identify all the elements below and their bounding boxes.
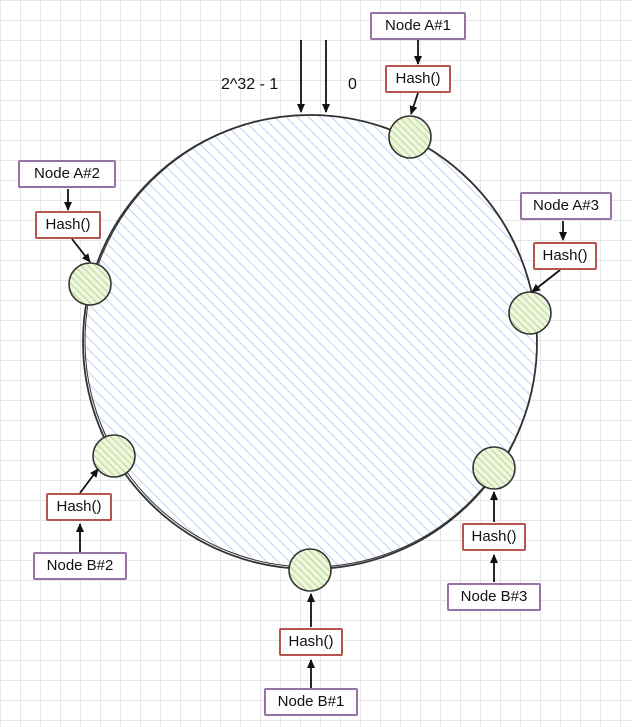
node-a1-hash-box: Hash() <box>385 65 451 93</box>
ring-point-b3 <box>472 446 516 490</box>
ring-max-label: 2^32 - 1 <box>221 76 279 93</box>
arrow-a3-hash-to-ring <box>531 269 561 293</box>
node-a2-hash-box: Hash() <box>35 211 101 239</box>
node-a2-box: Node A#2 <box>18 160 116 188</box>
node-b3-hash-box: Hash() <box>462 523 526 551</box>
ring-point-a2 <box>68 262 112 306</box>
ring-point-b1 <box>288 548 332 592</box>
arrow-b2-hash-to-ring <box>79 468 99 494</box>
arrow-a2-hash-to-ring <box>71 238 91 263</box>
node-a3-hash-box: Hash() <box>533 242 597 270</box>
node-a3-box: Node A#3 <box>520 192 612 220</box>
node-b1-box: Node B#1 <box>264 688 358 716</box>
ring-zero-label: 0 <box>348 76 357 93</box>
arrow-a1-hash-to-ring <box>409 92 419 115</box>
hash-ring <box>82 114 538 570</box>
ring-point-a3 <box>508 291 552 335</box>
ring-point-a1 <box>388 115 432 159</box>
node-b3-box: Node B#3 <box>447 583 541 611</box>
node-a1-box: Node A#1 <box>370 12 466 40</box>
node-b1-hash-box: Hash() <box>279 628 343 656</box>
node-b2-box: Node B#2 <box>33 552 127 580</box>
node-b2-hash-box: Hash() <box>46 493 112 521</box>
ring-point-b2 <box>92 434 136 478</box>
